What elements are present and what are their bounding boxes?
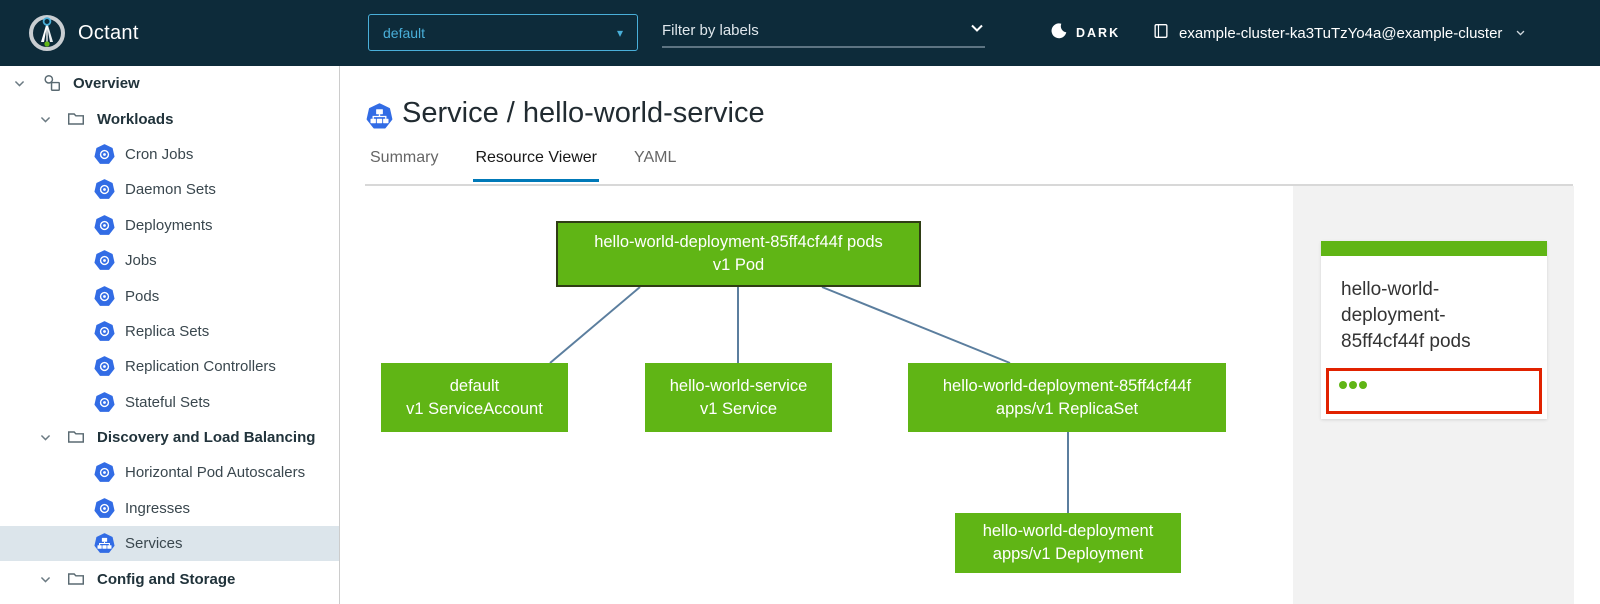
service-icon	[366, 103, 393, 130]
tab-summary[interactable]: Summary	[370, 149, 439, 166]
folder-icon	[66, 427, 87, 448]
cluster-context-switcher[interactable]: example-cluster-ka3TuTzYo4a@example-clus…	[1152, 0, 1526, 66]
dark-mode-toggle[interactable]: DARK	[1050, 0, 1120, 66]
sidebar-item-label: Overview	[73, 75, 140, 93]
sidebar-item-config-and-storage[interactable]: Config and Storage	[0, 561, 339, 596]
folder-icon	[66, 569, 87, 590]
node-name: hello-world-deployment-85ff4cf44f pods	[594, 233, 883, 251]
sidebar-item-horizontal-pod-autoscalers[interactable]: Horizontal Pod Autoscalers	[0, 455, 339, 490]
sidebar-item-label: Replication Controllers	[125, 358, 276, 376]
cron-jobs-icon	[94, 144, 115, 165]
node-detail-panel: hello-world-deployment-85ff4cf44f pods	[1293, 186, 1574, 604]
ingresses-icon	[94, 498, 115, 519]
caret-down-icon: ▾	[616, 25, 623, 40]
card-status-bar	[1321, 241, 1547, 256]
cluster-icon	[1152, 22, 1170, 44]
pod-status-dot	[1339, 381, 1347, 389]
sidebar-item-label: Ingresses	[125, 499, 191, 517]
stateful-sets-icon	[94, 391, 115, 413]
jobs-icon	[94, 250, 115, 271]
sidebar-item-label: Config and Storage	[97, 570, 236, 588]
daemon-sets-icon	[94, 179, 115, 200]
header-bar: Octant default ▾ DARK example-	[0, 0, 1600, 66]
graph-node-deployment[interactable]: hello-world-deployment apps/v1 Deploymen…	[955, 513, 1181, 573]
graph-node-pod[interactable]: hello-world-deployment-85ff4cf44f pods v…	[556, 221, 921, 287]
sidebar-item-label: Replica Sets	[125, 322, 210, 340]
horizontal-pod-autoscalers-icon	[94, 462, 115, 483]
tab-bar: Summary Resource Viewer YAML	[368, 149, 678, 182]
tab-yaml[interactable]: YAML	[634, 149, 677, 166]
sidebar-item-label: Pods	[125, 287, 160, 305]
sidebar-item-daemon-sets[interactable]: Daemon Sets	[0, 172, 339, 207]
content-divider	[365, 184, 1573, 186]
graph-node-service[interactable]: hello-world-service v1 Service	[645, 363, 832, 432]
sidebar-item-replica-sets[interactable]: Replica Sets	[0, 314, 339, 349]
node-kind: v1 Service	[699, 399, 778, 418]
sidebar-item-label: Jobs	[125, 252, 157, 270]
sidebar-item-deployments[interactable]: Deployments	[0, 208, 339, 243]
namespace-dropdown[interactable]: default ▾	[368, 14, 638, 51]
sidebar-item-replication-controllers[interactable]: Replication Controllers	[0, 349, 339, 384]
sidebar-item-label: Workloads	[97, 110, 174, 128]
node-kind: apps/v1 Deployment	[992, 545, 1144, 563]
label-filter-input[interactable]	[662, 21, 969, 39]
chevron-down-icon[interactable]	[12, 77, 26, 90]
sidebar-item-ingresses[interactable]: Ingresses	[0, 491, 339, 526]
card-title: hello-world-deployment-85ff4cf44f pods	[1341, 279, 1471, 352]
pods-icon	[94, 285, 115, 307]
services-icon	[94, 533, 115, 554]
sidebar-item-jobs[interactable]: Jobs	[0, 243, 339, 278]
replica-sets-icon	[94, 321, 115, 342]
chevron-down-icon[interactable]	[38, 573, 52, 586]
folder-icon	[66, 109, 87, 130]
sidebar-item-workloads[interactable]: Workloads	[0, 101, 339, 136]
sidebar-item-pods[interactable]: Pods	[0, 278, 339, 313]
node-kind: apps/v1 ReplicaSet	[995, 399, 1139, 418]
node-name: hello-world-deployment-85ff4cf44f	[942, 376, 1192, 395]
sidebar-item-label: Services	[125, 535, 183, 553]
sidebar-nav: Overview Workloads Cron Jobs Daemon Sets…	[0, 66, 340, 604]
chevron-down-icon	[1515, 25, 1526, 42]
sidebar-item-label: Discovery and Load Balancing	[97, 429, 316, 447]
chevron-down-icon[interactable]	[38, 113, 52, 126]
sidebar-item-label: Stateful Sets	[125, 393, 211, 411]
sidebar-item-label: Horizontal Pod Autoscalers	[125, 464, 306, 482]
sidebar-item-label: Deployments	[125, 216, 213, 234]
node-kind: v1 ServiceAccount	[406, 399, 543, 418]
label-filter	[662, 14, 985, 48]
node-kind: v1 Pod	[712, 256, 765, 274]
sidebar-item-label: Cron Jobs	[125, 145, 194, 163]
chevron-down-icon[interactable]	[38, 431, 52, 444]
moon-icon	[1050, 22, 1067, 44]
sidebar-item-label: Daemon Sets	[125, 181, 216, 199]
page-title: Service / hello-world-service	[402, 97, 765, 129]
namespace-dropdown-value: default	[383, 24, 426, 41]
tab-resource-viewer[interactable]: Resource Viewer	[473, 149, 599, 182]
sidebar-item-services[interactable]: Services	[0, 526, 339, 562]
pod-status-dot	[1359, 381, 1367, 389]
sidebar-item-discovery-and-load-balancing[interactable]: Discovery and Load Balancing	[0, 420, 339, 455]
sidebar-item-cron-jobs[interactable]: Cron Jobs	[0, 137, 339, 172]
graph-node-serviceaccount[interactable]: default v1 ServiceAccount	[381, 363, 568, 432]
deployments-icon	[94, 214, 115, 236]
selected-node-card[interactable]: hello-world-deployment-85ff4cf44f pods	[1321, 241, 1547, 419]
node-name: hello-world-service	[669, 376, 808, 395]
node-name: hello-world-deployment	[982, 522, 1154, 540]
chevron-down-icon[interactable]	[969, 20, 985, 41]
sidebar-item-stateful-sets[interactable]: Stateful Sets	[0, 385, 339, 420]
overview-icon	[42, 73, 63, 94]
sidebar-item-overview[interactable]: Overview	[0, 66, 339, 101]
replication-controllers-icon	[94, 356, 115, 377]
cluster-context-label: example-cluster-ka3TuTzYo4a@example-clus…	[1179, 24, 1503, 42]
pod-status-box[interactable]	[1326, 368, 1542, 414]
dark-mode-label: DARK	[1076, 26, 1121, 40]
octant-logo-icon	[28, 14, 66, 52]
app-title: Octant	[78, 22, 139, 44]
node-name: default	[449, 376, 500, 395]
graph-node-replicaset[interactable]: hello-world-deployment-85ff4cf44f apps/v…	[908, 363, 1226, 432]
pod-status-dot	[1349, 381, 1357, 389]
